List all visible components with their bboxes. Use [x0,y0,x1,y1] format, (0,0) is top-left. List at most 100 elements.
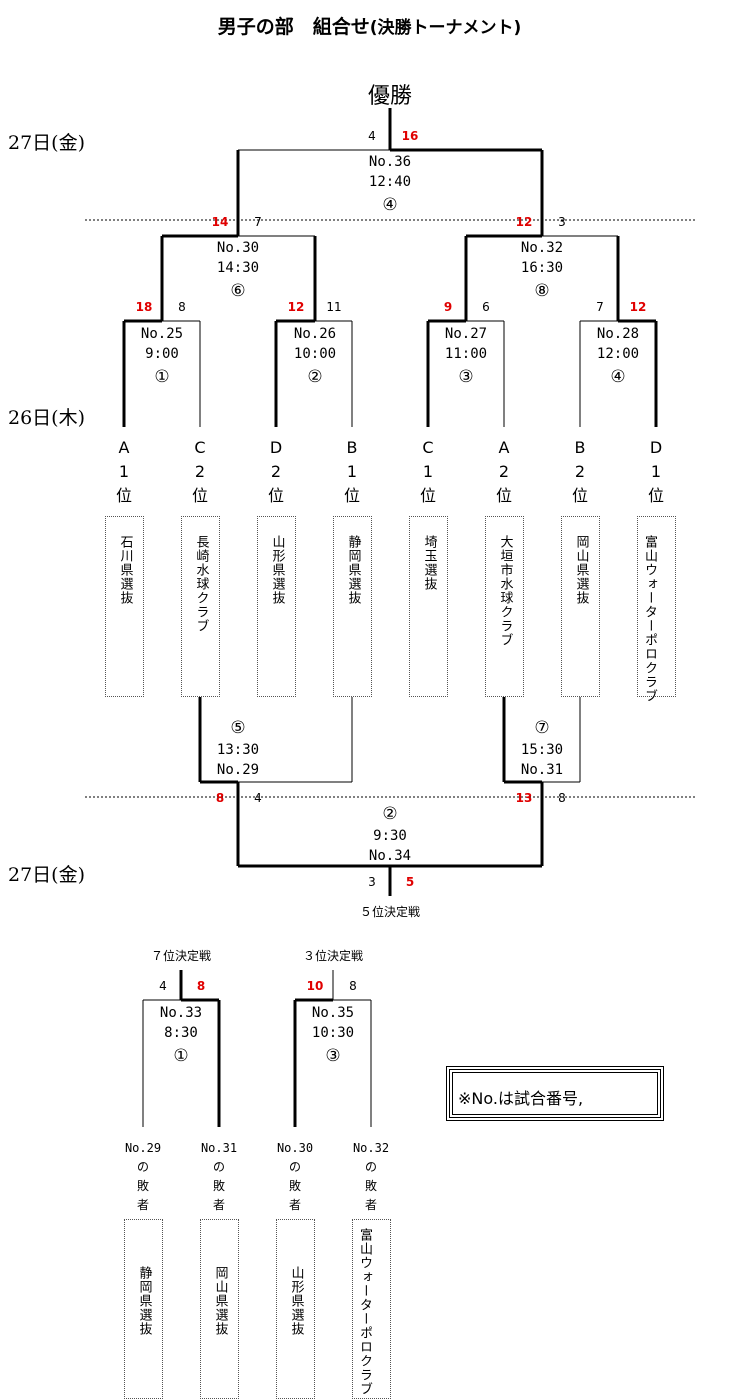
court-number: ② [382,804,398,824]
score: 3 [558,215,566,229]
loser-match-no: No.32 [352,1141,390,1155]
seed-label: B 1 位 [343,438,360,505]
team-box: 静岡県選抜 [124,1219,163,1399]
match-no: No.31 [520,762,564,778]
team-box: 富山ウォーターポロクラブ [637,516,676,703]
score: 8 [349,979,357,993]
match-time: 8:30 [164,1025,198,1041]
loser-defeat: 敗 [288,1179,301,1193]
score: 8 [215,791,225,805]
score: 18 [135,300,153,314]
team-name: 山形県選抜 [269,535,285,605]
court-number: ⑤ [230,718,246,738]
match-time: 13:30 [216,742,260,758]
loser-of: の [136,1160,149,1174]
title-sub: (決勝トーナメント) [369,18,522,38]
court-number: ③ [458,367,474,387]
score: 14 [211,215,229,229]
seed-label: D 2 位 [267,438,284,505]
score: 9 [443,300,453,314]
court-number: ③ [325,1046,341,1066]
court-number: ① [154,367,170,387]
seed-label: C 1 位 [419,438,436,505]
loser-match-no: No.31 [200,1141,238,1155]
match-no: No.35 [311,1005,355,1021]
score: 12 [287,300,305,314]
score: 11 [326,300,342,314]
score: 6 [482,300,490,314]
loser-person: 者 [136,1198,149,1212]
match-time: 12:00 [596,346,640,362]
match-no: No.29 [216,762,260,778]
team-box: 大垣市水球クラブ [485,516,524,697]
match-info-35: No.35 10:30 ③ [283,1003,383,1069]
score: 4 [159,979,167,993]
match-time: 12:40 [368,174,412,190]
match-no: No.34 [368,848,412,864]
court-number: ⑥ [230,281,246,301]
score: 7 [254,215,262,229]
score: 12 [515,215,533,229]
score: 4 [254,791,262,805]
match-no: No.33 [159,1005,203,1021]
third-place-label: ３位決定戦 [302,949,363,963]
match-no: No.36 [368,154,412,170]
loser-defeat: 敗 [364,1179,377,1193]
loser-of: の [288,1160,301,1174]
loser-label: No.32 の 敗 者 [341,1139,401,1215]
court-number: ⑧ [534,281,550,301]
team-box: 埼玉選抜 [409,516,448,697]
loser-defeat: 敗 [212,1179,225,1193]
team-box: 静岡県選抜 [333,516,372,697]
score: 5 [405,875,415,889]
match-info-25: No.25 9:00 ① [112,324,212,390]
team-box: 長崎水球クラブ [181,516,220,697]
court-number: ② [307,367,323,387]
loser-of: の [212,1160,225,1174]
loser-person: 者 [212,1198,225,1212]
team-box: 石川県選抜 [105,516,144,697]
loser-match-no: No.29 [124,1141,162,1155]
day-label-26: 26日(木) [8,407,86,429]
match-no: No.28 [596,326,640,342]
match-info-28: No.28 12:00 ④ [568,324,668,390]
day-label-27-bottom: 27日(金) [8,864,86,886]
court-number: ④ [610,367,626,387]
match-no: No.26 [293,326,337,342]
match-no: No.25 [140,326,184,342]
seed-label: C 2 位 [191,438,208,505]
team-name: 静岡県選抜 [136,1266,152,1336]
court-number: ④ [382,195,398,215]
match-time: 16:30 [520,260,564,276]
score: 4 [368,129,376,143]
match-info-29: ⑤ 13:30 No.29 [188,716,288,780]
seed-label: D 1 位 [647,438,664,505]
team-name: 岡山県選抜 [573,535,589,605]
court-number: ⑦ [534,718,550,738]
loser-label: No.29 の 敗 者 [113,1139,173,1215]
loser-of: の [364,1160,377,1174]
team-name: 埼玉選抜 [421,535,437,591]
seed-label: B 2 位 [571,438,588,505]
match-time: 14:30 [216,260,260,276]
team-name: 富山ウォーターポロクラブ [357,1228,372,1396]
score: 12 [629,300,647,314]
team-name: 石川県選抜 [117,535,133,605]
match-no: No.27 [444,326,488,342]
team-box: 山形県選抜 [257,516,296,697]
match-time: 15:30 [520,742,564,758]
match-info-34: ② 9:30 No.34 [340,802,440,866]
match-info-32: No.32 16:30 ⑧ [492,238,592,304]
team-box: 岡山県選抜 [561,516,600,697]
court-number: ① [173,1046,189,1066]
team-name: 長崎水球クラブ [193,535,209,633]
team-box: 山形県選抜 [276,1219,315,1399]
match-info-27: No.27 11:00 ③ [416,324,516,390]
match-time: 10:30 [311,1025,355,1041]
match-info-36: No.36 12:40 ④ [340,152,440,218]
match-no: No.30 [216,240,260,256]
loser-defeat: 敗 [136,1179,149,1193]
score: 8 [196,979,206,993]
seventh-place-label: ７位決定戦 [150,949,211,963]
champion-label: 優勝 [367,84,412,109]
